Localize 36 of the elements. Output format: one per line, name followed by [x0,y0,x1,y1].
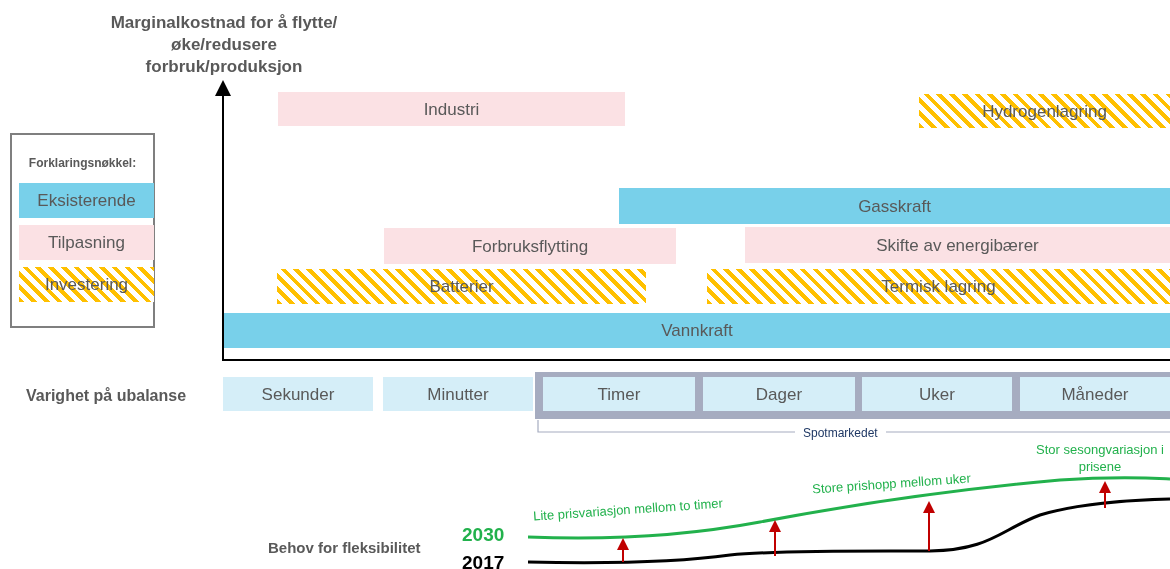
duration-box [383,377,533,411]
spot-market-frame [535,372,1170,419]
existing-bar [619,188,1170,224]
year-label: 2030 [462,523,505,547]
bar-label: Uker [919,385,955,403]
year-label: 2017 [462,551,505,569]
bar-label: Vannkraft [661,322,733,339]
row-title: Behov for fleksibilitet [268,538,421,558]
curve-note: Lite prisvariasjon mellom to timer [532,494,724,526]
legend-text: Eksisterende [37,192,136,209]
row-title: Varighet på ubalanse [26,386,187,406]
investment-bar [277,269,646,304]
bar-label: Industri [423,100,480,118]
duration-box [1020,377,1170,411]
duration-box [543,377,695,411]
bar-label: Skifte av energibærer [876,236,1039,254]
bar-label: Sekunder [261,385,335,403]
curve-note: Stor sesongvariasjon i prisene [1035,441,1165,475]
bar-label: Timer [597,385,641,403]
adaptation-bar [384,228,676,264]
adaptation-bar [745,227,1170,263]
duration-box [223,377,373,411]
legend-text: Tilpasning [48,234,125,251]
existing-bar [224,313,1170,348]
legend-title: Forklaringsnøkkel: [27,155,138,172]
duration-box [703,377,855,411]
bar-label: Minutter [427,385,489,403]
curve-note: Store prishopp mellom uker [811,469,972,499]
bar-label: Måneder [1061,385,1129,403]
duration-box [862,377,1012,411]
bar-label: Dager [755,385,803,403]
adaptation-bar [278,92,625,126]
bar-label: Gasskraft [858,197,931,215]
investment-bar [707,269,1170,304]
axis-title: Marginalkostnad for å flytte/øke/redusere forbruk/produksjon [109,12,339,78]
bar-label: Forbruksflytting [471,237,589,255]
